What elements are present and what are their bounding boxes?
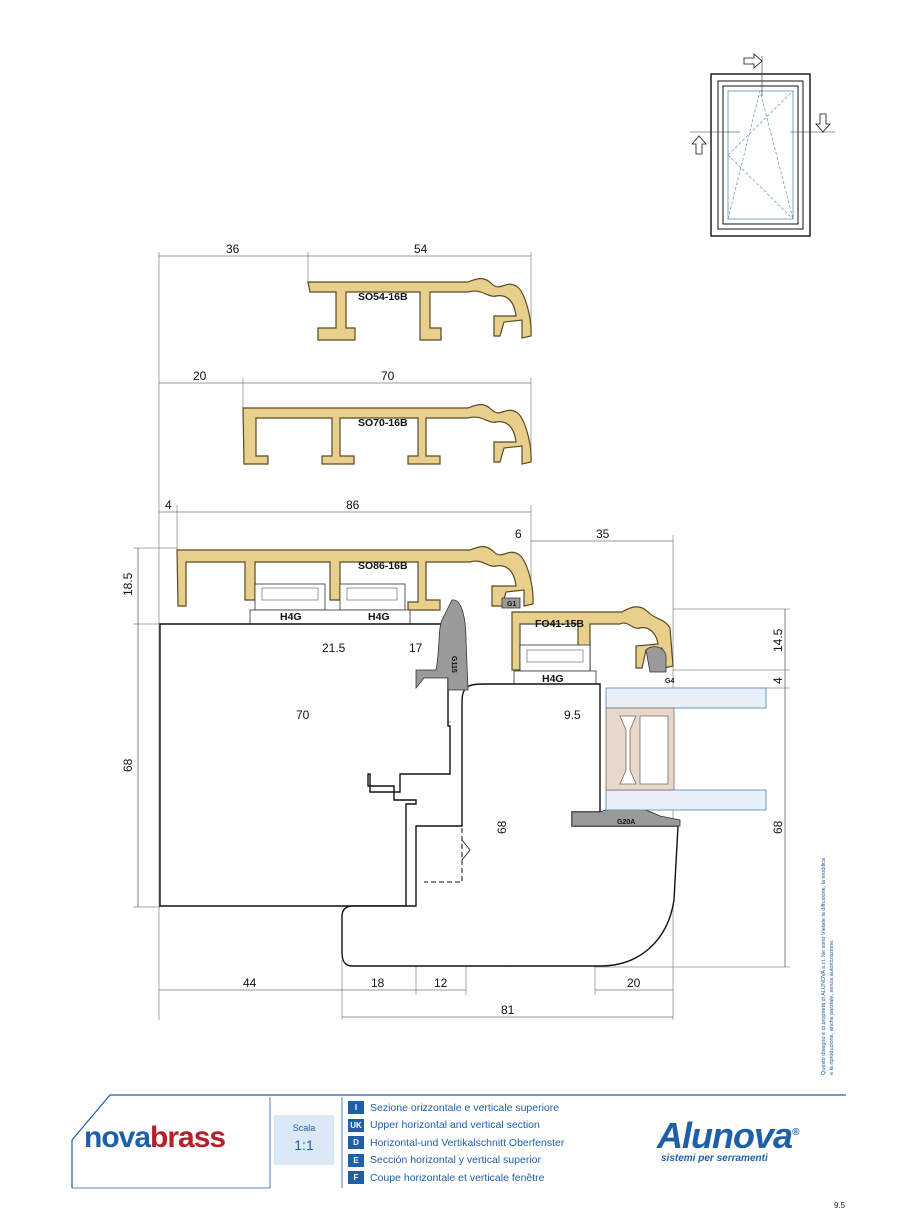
scale-box: Scala 1:1	[274, 1115, 334, 1165]
lang-row-es: E Sección horizontal y vertical superior	[348, 1152, 564, 1170]
dim-21-5: 21.5	[322, 641, 346, 655]
profile-so54	[307, 277, 532, 341]
lang-row-fr: F Coupe horizontale et verticale fenêtre	[348, 1169, 564, 1187]
dim-35: 35	[596, 527, 610, 541]
dim-81: 81	[501, 1003, 515, 1017]
label-g1: G1	[507, 601, 516, 608]
label-h4g-c: H4G	[542, 673, 564, 685]
novabrass-logo: novabrass	[84, 1121, 226, 1155]
dim-20b: 20	[627, 976, 641, 990]
page-number: 9.5	[834, 1201, 846, 1210]
label-fo41: FO41-15B	[535, 618, 584, 630]
brand-left-part-b: brass	[150, 1121, 226, 1154]
language-titles: I Sezione orizzontale e verticale superio…	[348, 1099, 564, 1187]
brand-left-part-a: nova	[84, 1121, 151, 1154]
brand-right-name: Alunova	[657, 1115, 793, 1156]
lang-row-it: I Sezione orizzontale e verticale superio…	[348, 1099, 564, 1117]
dim-17: 17	[409, 641, 423, 655]
dim-18: 18	[371, 976, 385, 990]
label-so70: SO70-16B	[358, 417, 408, 429]
label-g4: G4	[665, 678, 674, 685]
dim-70a: 70	[381, 369, 395, 383]
dim-20: 20	[193, 369, 207, 383]
frame-section	[159, 623, 679, 967]
window-elevation-diagram	[690, 53, 835, 237]
lang-code-it: I	[348, 1101, 364, 1115]
dim-86: 86	[346, 498, 360, 512]
label-h4g-a: H4G	[280, 611, 302, 623]
profile-so70	[242, 403, 532, 465]
scale-label: Scala	[292, 1123, 316, 1133]
lang-text-uk: Upper horizontal and vertical section	[370, 1119, 540, 1132]
dim-14-5: 14.5	[771, 628, 785, 652]
glazing-unit	[605, 687, 767, 811]
footer-frame	[71, 1094, 846, 1189]
lang-code-de: D	[348, 1136, 364, 1150]
lang-text-it: Sezione orizzontale e verticale superior…	[370, 1101, 560, 1114]
dimension-texts: 36 54 20 70 4 86 6 35 18.5 14.5 4 21.5 1…	[121, 242, 785, 1017]
dim-36: 36	[226, 242, 240, 256]
alunova-logo: Alunova® sistemi per serramenti	[657, 1115, 857, 1164]
label-so54: SO54-16B	[358, 291, 408, 303]
dim-4b: 4	[771, 677, 785, 684]
label-h4g-b: H4G	[368, 611, 390, 623]
dim-44: 44	[243, 976, 257, 990]
lang-row-de: D Horizontal-und Vertikalschnitt Oberfens…	[348, 1134, 564, 1152]
dim-68a: 68	[121, 758, 135, 772]
label-g115: G115	[450, 656, 457, 673]
label-g20a: G20A	[617, 819, 635, 826]
profile-so86	[176, 545, 534, 611]
dim-4a: 4	[165, 498, 172, 512]
dim-68b: 68	[495, 820, 509, 834]
scale-value: 1:1	[294, 1137, 314, 1153]
dim-54: 54	[414, 242, 428, 256]
dim-68c: 68	[771, 820, 785, 834]
registered-mark: ®	[792, 1127, 799, 1138]
dim-12: 12	[434, 976, 448, 990]
dim-6: 6	[515, 527, 522, 541]
lang-text-fr: Coupe horizontale et verticale fenêtre	[370, 1171, 545, 1184]
lang-row-uk: UK Upper horizontal and vertical section	[348, 1117, 564, 1135]
label-so86: SO86-16B	[358, 560, 408, 572]
dim-18-5: 18.5	[121, 572, 135, 596]
dim-9-5: 9.5	[564, 708, 581, 722]
lang-code-fr: F	[348, 1171, 364, 1185]
legal-note: Questo disegno è di proprietà di ALUNOVA…	[821, 857, 835, 1075]
dim-70b: 70	[296, 708, 310, 722]
gaskets	[415, 597, 681, 827]
hardware-h4g	[249, 583, 597, 686]
brand-right-subtitle: sistemi per serramenti	[661, 1153, 768, 1164]
profile-fo41	[511, 606, 674, 671]
title-block: novabrass Scala 1:1 I Sezione orizzontale…	[72, 1095, 847, 1190]
lang-code-uk: UK	[348, 1118, 364, 1132]
lang-text-es: Sección horizontal y vertical superior	[370, 1154, 541, 1167]
lang-text-de: Horizontal-und Vertikalschnitt Oberfenst…	[370, 1136, 565, 1149]
lang-code-es: E	[348, 1153, 364, 1167]
